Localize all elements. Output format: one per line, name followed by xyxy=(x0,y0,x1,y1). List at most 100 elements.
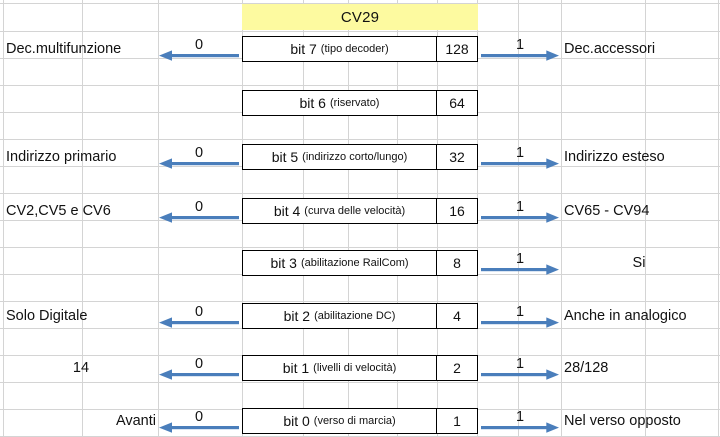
bit-zero-meaning-label: 14 xyxy=(72,360,90,376)
bit-one-digit: 1 xyxy=(515,199,525,215)
bit-box: bit 4(curva delle velocità)16 xyxy=(242,198,478,224)
bit-decimal-value: 128 xyxy=(436,37,477,61)
bit-one-arrow: 1 xyxy=(481,303,559,329)
bit-description: (livelli di velocità) xyxy=(313,361,397,374)
arrow-right-icon xyxy=(481,50,559,61)
bit-zero-arrow: 0 xyxy=(159,198,239,224)
bit-decimal-value: 1 xyxy=(436,409,477,433)
bit-box: bit 6(riservato)64 xyxy=(242,90,478,116)
bit-name: bit 0 xyxy=(283,412,310,429)
bit-one-meaning-label: Nel verso opposto xyxy=(564,413,681,429)
bit-decimal-value: 8 xyxy=(436,251,477,275)
bit-row: bit 3(abilitazione RailCom) 8 1 Si xyxy=(0,250,720,278)
bit-box: bit 0(verso di marcia)1 xyxy=(242,408,478,434)
bit-zero-arrow: 0 xyxy=(159,144,239,170)
bit-label: bit 0(verso di marcia) xyxy=(243,409,436,433)
bit-description: (tipo decoder) xyxy=(320,42,389,55)
bit-zero-meaning-label: Indirizzo primario xyxy=(6,149,117,165)
bit-zero-arrow: 0 xyxy=(159,408,239,434)
bit-one-arrow: 1 xyxy=(481,198,559,224)
bit-decimal-value: 64 xyxy=(436,91,477,115)
bit-box: bit 5(indirizzo corto/lungo)32 xyxy=(242,144,478,170)
bit-label: bit 6(riservato) xyxy=(243,91,436,115)
bit-zero-meaning-label: Dec.multifunzione xyxy=(6,41,122,57)
bit-one-arrow: 1 xyxy=(481,408,559,434)
bit-one-digit: 1 xyxy=(515,251,525,267)
bit-one-meaning-label: Si xyxy=(632,255,646,271)
bit-name: bit 1 xyxy=(282,359,310,376)
cv29-title-cell: CV29 xyxy=(242,4,478,30)
bit-label: bit 2(abilitazione DC) xyxy=(243,304,436,328)
bit-zero-arrow: 0 xyxy=(159,36,239,62)
bit-one-arrow: 1 xyxy=(481,250,559,276)
bit-box: bit 7(tipo decoder)128 xyxy=(242,36,478,62)
arrow-right-icon xyxy=(481,158,559,169)
bit-description: (curva delle velocità) xyxy=(304,204,406,217)
arrow-left-icon xyxy=(159,158,239,169)
bit-one-meaning-label: Dec.accessori xyxy=(564,41,656,57)
arrow-right-icon xyxy=(481,422,559,433)
bit-label: bit 4(curva delle velocità) xyxy=(243,199,436,223)
bit-label: bit 7(tipo decoder) xyxy=(243,37,436,61)
arrow-right-icon xyxy=(481,264,559,275)
bit-zero-digit: 0 xyxy=(194,304,204,320)
bit-one-arrow: 1 xyxy=(481,144,559,170)
bit-name: bit 5 xyxy=(271,148,299,165)
bit-one-digit: 1 xyxy=(515,37,525,53)
bit-row: Indirizzo primario 0 bit 5(indirizzo corto… xyxy=(0,144,720,172)
bit-one-meaning-label: CV65 - CV94 xyxy=(564,203,650,219)
arrow-left-icon xyxy=(159,422,239,433)
arrow-left-icon xyxy=(159,212,239,223)
bit-label: bit 1(livelli di velocità) xyxy=(243,356,436,380)
arrow-left-icon xyxy=(159,369,239,380)
bit-description: (abilitazione RailCom) xyxy=(300,256,409,269)
bit-box: bit 1(livelli di velocità)2 xyxy=(242,355,478,381)
bit-decimal-value: 16 xyxy=(436,199,477,223)
grid-row-line xyxy=(0,31,720,32)
grid-row-line xyxy=(0,139,720,140)
arrow-left-icon xyxy=(159,50,239,61)
cv29-title-label: CV29 xyxy=(340,8,380,26)
bit-zero-digit: 0 xyxy=(194,356,204,372)
arrow-right-icon xyxy=(481,212,559,223)
arrow-left-icon xyxy=(159,317,239,328)
arrow-right-icon xyxy=(481,317,559,328)
grid-row-line xyxy=(0,301,720,302)
bit-zero-arrow: 0 xyxy=(159,303,239,329)
bit-zero-meaning-label: Avanti xyxy=(115,413,156,429)
bit-name: bit 7 xyxy=(290,40,317,57)
bit-one-arrow: 1 xyxy=(481,355,559,381)
bit-description: (indirizzo corto/lungo) xyxy=(302,150,408,163)
bit-name: bit 4 xyxy=(273,202,301,219)
bit-one-digit: 1 xyxy=(515,409,525,425)
bit-name: bit 2 xyxy=(283,307,311,324)
grid-row-line xyxy=(0,85,720,86)
bit-box: bit 3(abilitazione RailCom) 8 xyxy=(242,250,478,276)
bit-one-digit: 1 xyxy=(515,356,525,372)
bit-description: (verso di marcia) xyxy=(313,414,396,427)
bit-name: bit 3 xyxy=(270,254,297,271)
bit-label: bit 5(indirizzo corto/lungo) xyxy=(243,145,436,169)
bit-row: bit 6(riservato)64 xyxy=(0,90,720,118)
bit-one-meaning-label: Indirizzo esteso xyxy=(564,149,665,165)
bit-one-meaning-label: 28/128 xyxy=(564,360,609,376)
bit-zero-digit: 0 xyxy=(194,409,204,425)
bit-name: bit 6 xyxy=(299,94,326,111)
bit-decimal-value: 4 xyxy=(436,304,477,328)
bit-zero-digit: 0 xyxy=(194,145,204,161)
bit-description: (abilitazione DC) xyxy=(314,309,396,322)
bit-one-arrow: 1 xyxy=(481,36,559,62)
bit-zero-meaning-label: Solo Digitale xyxy=(6,308,88,324)
grid-row-line xyxy=(0,247,720,248)
bit-one-meaning-label: Anche in analogico xyxy=(564,308,687,324)
bit-decimal-value: 2 xyxy=(436,356,477,380)
bit-box: bit 2(abilitazione DC)4 xyxy=(242,303,478,329)
bit-zero-arrow: 0 xyxy=(159,355,239,381)
bit-zero-digit: 0 xyxy=(194,199,204,215)
